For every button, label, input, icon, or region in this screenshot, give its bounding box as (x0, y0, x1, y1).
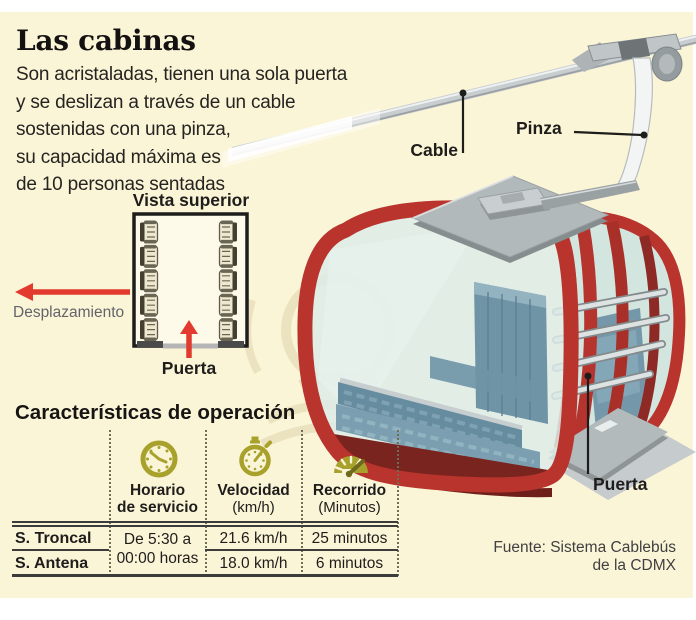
col-header-speed: Velocidad (km/h) (217, 482, 290, 516)
clamp-label: Pinza (516, 118, 562, 138)
displacement-label: Desplazamiento (13, 304, 125, 321)
row-label-antena: S. Antena (15, 555, 89, 572)
col-header-duration: Recorrido (Minutos) (312, 482, 387, 516)
col-header-schedule: Horario de servicio (117, 482, 198, 516)
table-rule (12, 574, 398, 577)
troncal-duration: 25 minutos (311, 530, 388, 547)
speedometer-icon (329, 440, 373, 484)
schedule-value: De 5:30 a 00:00 horas (116, 531, 199, 567)
page-title: Las cabinas (16, 24, 196, 57)
intro-text: Son acristaladas, tienen una sola puerta… (16, 64, 348, 195)
antena-duration: 6 minutos (315, 555, 384, 572)
operation-title: Características de operación (15, 401, 296, 424)
top-view-title: Vista superior (132, 190, 250, 210)
table-rule (12, 525, 398, 527)
row-label-troncal: S. Troncal (15, 530, 92, 547)
column-separator (205, 430, 207, 576)
table-rule (205, 549, 398, 551)
cable-label: Cable (410, 140, 458, 160)
antena-speed: 18.0 km/h (219, 555, 288, 572)
table-rule (12, 549, 109, 551)
troncal-speed: 21.6 km/h (219, 530, 288, 547)
source-credit: Fuente: Sistema Cablebús de la CDMX (493, 539, 676, 574)
table-rule (12, 521, 398, 523)
clock-icon (137, 437, 181, 481)
cabin-door-label: Puerta (593, 474, 648, 494)
operation-table: Horario de servicio Velocidad (km/h) Rec… (12, 428, 399, 578)
column-separator (397, 430, 399, 576)
top-view-door-label: Puerta (161, 358, 217, 378)
column-separator (301, 430, 303, 576)
stopwatch-icon (233, 435, 277, 479)
column-separator (109, 430, 111, 576)
